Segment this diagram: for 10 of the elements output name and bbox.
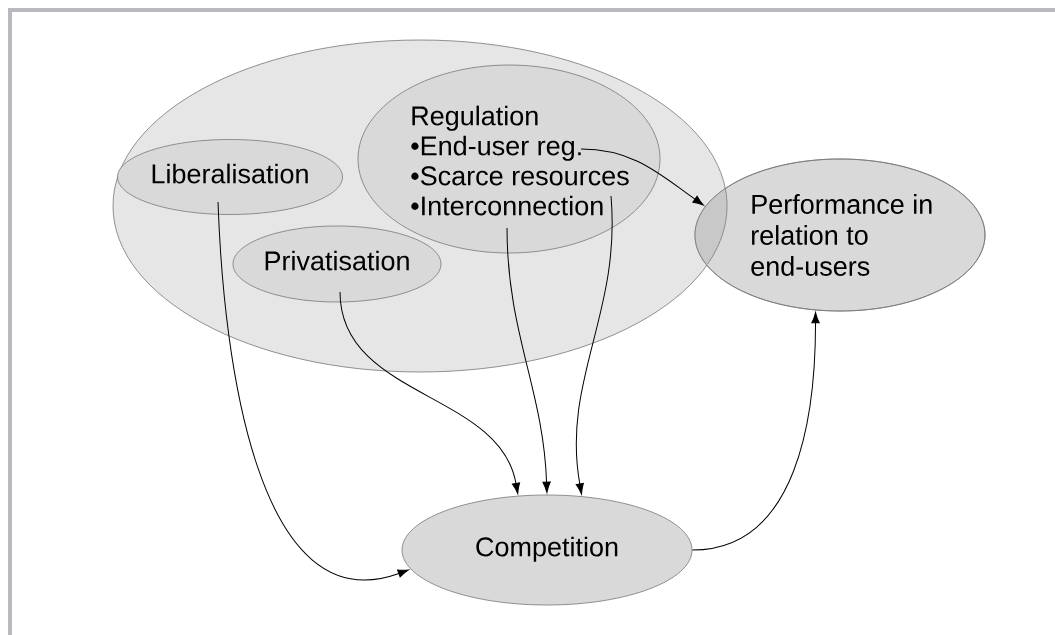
arrow (217, 201, 409, 581)
arrow (506, 227, 551, 493)
ellipse-node: Liberalisation (117, 139, 343, 215)
arrow (580, 148, 704, 206)
ellipse-node: Competition (401, 494, 693, 606)
arrow (339, 291, 521, 494)
arrow (691, 312, 820, 551)
ellipse-node: Privatisation (232, 225, 442, 303)
ellipse-node: Performance in relation to end-users (694, 158, 986, 312)
arrow (575, 195, 613, 495)
